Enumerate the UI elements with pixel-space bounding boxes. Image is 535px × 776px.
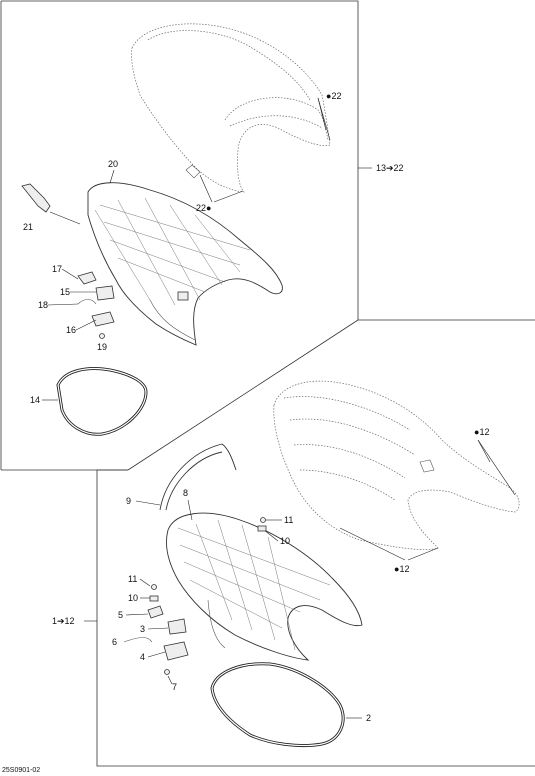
upper-seat-cover: ●22 22● bbox=[131, 23, 341, 213]
callout-19: 19 bbox=[97, 342, 107, 352]
callout-11-left: 11 bbox=[128, 574, 137, 584]
drop-label-22-top: ●22 bbox=[326, 91, 341, 101]
callout-2: 2 bbox=[366, 713, 371, 723]
lower-gasket: 2 bbox=[210, 662, 371, 748]
callout-8: 8 bbox=[183, 488, 188, 498]
lower-frame bbox=[96, 319, 535, 767]
callout-7: 7 bbox=[172, 682, 177, 692]
upper-callouts: 20 21 17 15 18 16 19 bbox=[21, 159, 118, 352]
callout-10-right: 10 bbox=[280, 536, 290, 546]
document-code: 25S0901-02 bbox=[2, 767, 40, 774]
upper-seat-base bbox=[87, 182, 283, 346]
drop-label-12-bottom: ●12 bbox=[394, 564, 409, 574]
callout-11-right: 11 bbox=[284, 515, 293, 525]
group-label-13-22: 13➔22 bbox=[376, 163, 404, 173]
callout-17: 17 bbox=[52, 264, 62, 274]
callout-20: 20 bbox=[108, 159, 118, 169]
callout-14: 14 bbox=[30, 395, 40, 405]
lower-group-bracket: 1➔12 bbox=[52, 616, 97, 626]
lower-seat-cover: ●12 ●12 bbox=[273, 380, 520, 574]
upper-frame bbox=[0, 0, 359, 471]
drop-label-12-top: ●12 bbox=[474, 427, 489, 437]
callout-4: 4 bbox=[140, 652, 145, 662]
callout-3: 3 bbox=[140, 624, 145, 634]
callout-15: 15 bbox=[60, 287, 70, 297]
grab-strap: 9 bbox=[126, 443, 237, 511]
lower-seat-base: 8 11 10 11 10 5 3 6 4 7 bbox=[112, 488, 363, 692]
callout-16: 16 bbox=[66, 325, 76, 335]
callout-21: 21 bbox=[23, 222, 33, 232]
upper-gasket: 14 bbox=[30, 367, 148, 436]
upper-group-bracket: 13➔22 bbox=[358, 163, 404, 173]
callout-6: 6 bbox=[112, 637, 117, 647]
callout-5: 5 bbox=[118, 610, 123, 620]
callout-9: 9 bbox=[126, 496, 131, 506]
callout-10-left: 10 bbox=[128, 593, 138, 603]
callout-18: 18 bbox=[38, 300, 48, 310]
group-label-1-12: 1➔12 bbox=[52, 616, 75, 626]
drop-label-22-bottom: 22● bbox=[196, 203, 211, 213]
